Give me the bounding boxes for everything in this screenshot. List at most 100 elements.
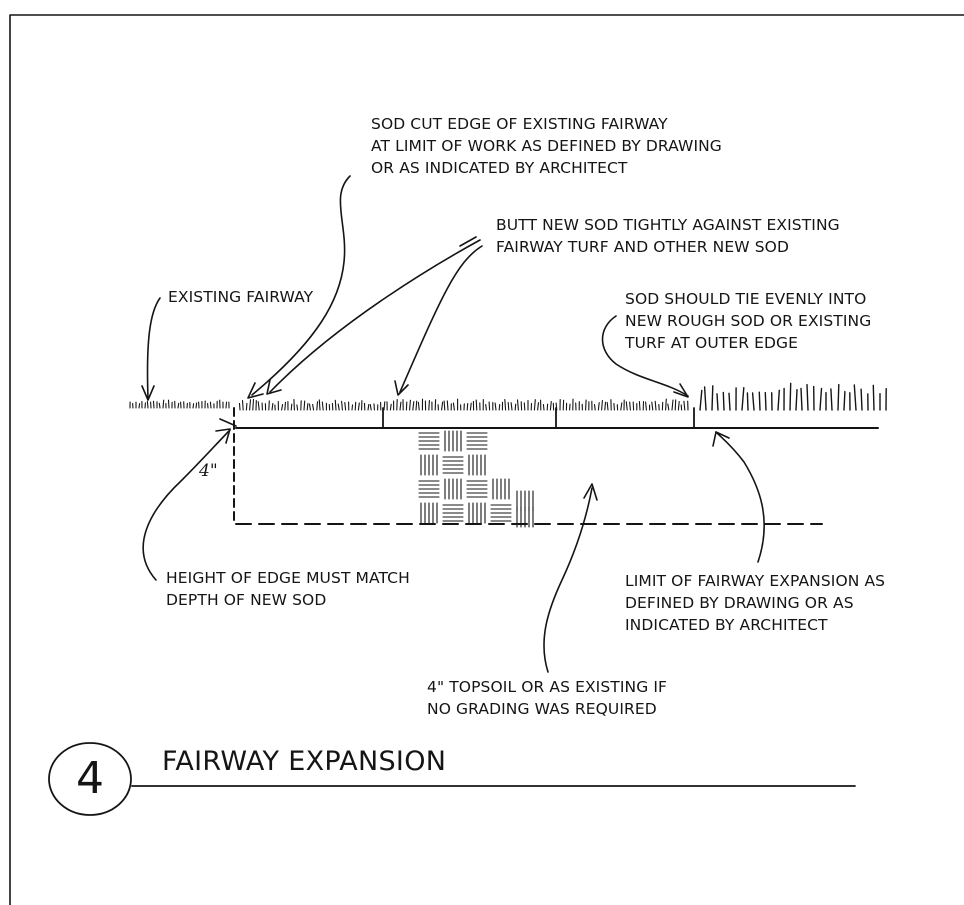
grass-blade [443, 400, 446, 411]
grass-blade [306, 403, 309, 411]
arrowhead [215, 428, 231, 444]
grass-blade [281, 403, 284, 411]
grass-blade [469, 402, 472, 411]
leader-topsoil [543, 487, 593, 673]
leader-butt-sod-2 [399, 245, 483, 393]
grass-blade [758, 391, 761, 411]
grass-blade [683, 400, 686, 411]
grass-blade [296, 404, 299, 411]
callout-line: FAIRWAY TURF AND OTHER NEW SOD [496, 238, 789, 256]
grass-blade [252, 398, 255, 411]
grass-blade [741, 387, 745, 411]
callout-line: OR AS INDICATED BY ARCHITECT [371, 159, 628, 177]
leader-butt-sod-1 [269, 239, 481, 393]
grass-blade [830, 388, 833, 411]
grass-blade [195, 402, 198, 409]
grass-blade [249, 399, 252, 411]
callout-line: BUTT NEW SOD TIGHTLY AGAINST EXISTING [496, 216, 840, 234]
grass-blade [316, 401, 319, 411]
callout-line: SOD SHOULD TIE EVENLY INTO [625, 290, 867, 308]
arrowhead [673, 383, 689, 398]
grass-blade [542, 403, 545, 411]
grass-blade [318, 399, 321, 411]
arrowhead [266, 379, 282, 395]
grass-blade [162, 399, 165, 409]
existing-fairway-grass [129, 399, 230, 409]
grass-blade [853, 384, 857, 411]
grass-blade [257, 401, 260, 411]
depth-dimension-label: 4" [199, 461, 218, 481]
grass-blade [351, 404, 354, 411]
callout-line: INDICATED BY ARCHITECT [625, 616, 828, 634]
grass-blade [428, 399, 430, 411]
callout-line: NO GRADING WAS REQUIRED [427, 700, 657, 718]
grass-blade [271, 402, 274, 411]
grass-blade [308, 403, 311, 411]
callout-sod-cut-edge: SOD CUT EDGE OF EXISTING FAIRWAY AT LIMI… [371, 113, 722, 179]
grass-blade [238, 402, 241, 411]
grass-blade [593, 403, 596, 411]
arrowhead [583, 483, 598, 501]
grass-blade [537, 402, 540, 411]
detail-title: FAIRWAY EXPANSION [162, 746, 447, 777]
grass-blade [334, 399, 337, 411]
grass-blade [446, 400, 449, 411]
grass-blade [209, 401, 212, 409]
grass-blade [860, 388, 863, 411]
grass-blade [625, 401, 628, 411]
callout-sod-tie: SOD SHOULD TIE EVENLY INTO NEW ROUGH SOD… [625, 288, 871, 354]
detail-number-circle [48, 742, 132, 816]
grass-blade [764, 391, 767, 411]
cut-edge-stub [219, 418, 237, 427]
grass-blade [703, 386, 707, 411]
grass-blade [613, 402, 615, 411]
callout-height-of-edge: HEIGHT OF EDGE MUST MATCH DEPTH OF NEW S… [166, 567, 410, 611]
grass-blade [441, 401, 444, 411]
grass-blade [158, 402, 161, 409]
new-fairway-sod-grass [238, 398, 689, 411]
callout-line: SOD CUT EDGE OF EXISTING FAIRWAY [371, 115, 668, 133]
grass-blade [225, 401, 228, 409]
grass-blade [533, 399, 536, 411]
grass-blade [312, 403, 315, 411]
grass-blade [357, 402, 360, 411]
grass-blade [152, 400, 155, 409]
grass-blade [415, 400, 418, 411]
grass-blade [722, 391, 725, 411]
grass-blade [466, 403, 469, 411]
grass-blade [494, 402, 497, 411]
grass-blade [800, 387, 803, 411]
grass-blade [716, 393, 719, 411]
grass-blade [354, 401, 357, 411]
grass-blade [728, 392, 731, 411]
topsoil-hatch-pattern [418, 430, 534, 528]
rough-turf-grass [699, 382, 887, 411]
grass-blade [192, 403, 195, 409]
grass-blade [872, 384, 875, 411]
grass-blade [795, 389, 798, 411]
grass-blade [290, 403, 293, 411]
grass-blade [549, 400, 552, 411]
callout-line: 4" TOPSOIL OR AS EXISTING IF [427, 678, 668, 696]
arrowhead [712, 431, 730, 447]
grass-blade [341, 400, 343, 411]
grass-blade [789, 382, 792, 411]
grass-blade [638, 401, 641, 411]
grass-blade [606, 401, 609, 411]
detail-number: 4 [76, 753, 104, 804]
grass-blade [751, 392, 755, 411]
grass-blade [746, 392, 749, 411]
grass-blade [523, 402, 526, 411]
grass-blade [367, 403, 370, 411]
grass-blade [389, 403, 392, 411]
arrowhead [247, 382, 264, 399]
grass-blade [303, 400, 306, 411]
callout-line: LIMIT OF FAIRWAY EXPANSION AS [625, 572, 886, 590]
leader-butt-sod-3 [459, 236, 477, 247]
grass-blade [601, 399, 603, 411]
grass-blade [806, 383, 809, 411]
arrowhead [394, 380, 409, 396]
grass-blade [412, 401, 415, 411]
grass-blade [674, 399, 677, 411]
grass-blade [665, 398, 667, 411]
